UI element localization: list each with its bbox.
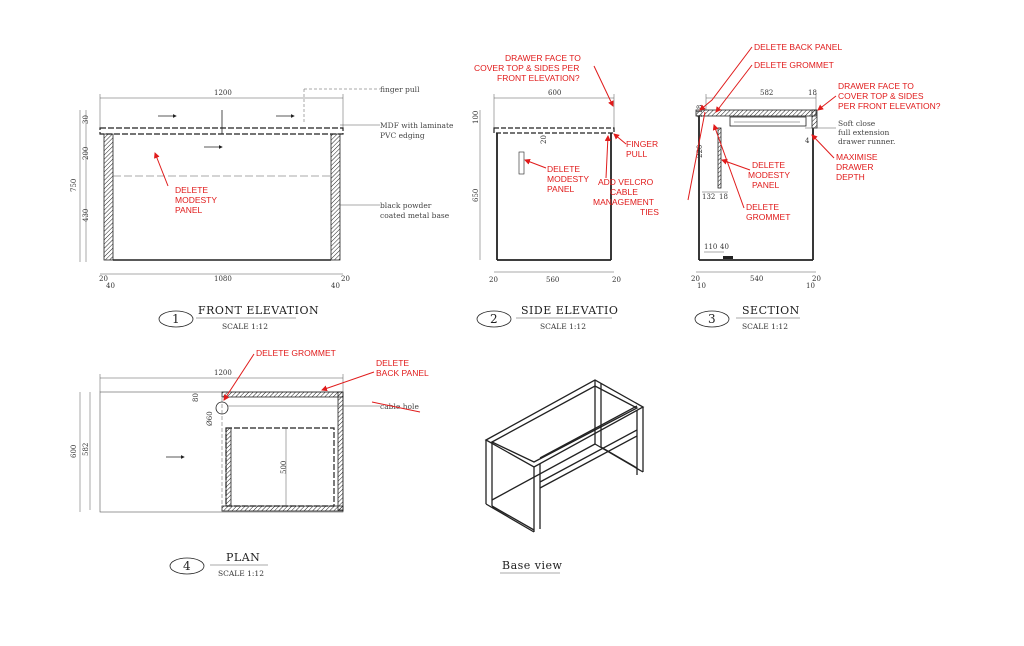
plan-dim-80: 80	[192, 393, 200, 402]
section-dim-right: 18	[808, 89, 817, 97]
markup-side-velcro-3: MANAGEMENT	[593, 197, 654, 207]
plan-dim-dia: Ø60	[206, 411, 214, 426]
markup-section-grommet2-1: DELETE	[746, 202, 779, 212]
side-dim-drawer: 20	[540, 135, 548, 144]
markup-side-modesty-2: MODESTY	[547, 174, 589, 184]
markup-side-finger-1: FINGER	[626, 139, 658, 149]
side-view-scale: SCALE 1:12	[540, 322, 586, 331]
note-base-2: coated metal base	[380, 211, 450, 220]
markup-front-panel: PANEL	[175, 205, 203, 215]
section-dim-132: 132	[702, 193, 715, 201]
side-dim-top: 100	[472, 111, 480, 124]
section-view: 582 18 118 220 132 18 4 110 40 20 10 540…	[687, 42, 941, 331]
markup-side-velcro-4: TIES	[640, 207, 659, 217]
side-dim-right: 20	[612, 276, 621, 284]
note-pvc: PVC edging	[380, 131, 425, 140]
section-dim-right-a: 10	[806, 282, 815, 290]
markup-plan-backpanel-1: DELETE	[376, 358, 409, 368]
section-view-number: 3	[708, 312, 716, 326]
markup-side-velcro-2: CABLE	[610, 187, 638, 197]
plan-view-scale: SCALE 1:12	[218, 569, 264, 578]
markup-section-backpanel: DELETE BACK PANEL	[754, 42, 842, 52]
front-view-number: 1	[172, 312, 180, 326]
plan-view-number: 4	[183, 559, 191, 573]
front-view-scale: SCALE 1:12	[222, 322, 268, 331]
dim-left-end: 40	[106, 282, 115, 290]
markup-section-drawerface-2: COVER TOP & SIDES	[838, 91, 924, 101]
side-dim-left: 20	[489, 276, 498, 284]
note-mdf: MDF with laminate	[380, 121, 454, 130]
section-note-1: Soft close	[838, 119, 876, 128]
front-elevation: 1200 30 200 750 430 20 40 1080 40 20 fin…	[70, 85, 454, 331]
markup-section-modesty-2: MODESTY	[748, 170, 790, 180]
markup-plan-grommet: DELETE GROMMET	[256, 348, 336, 358]
markup-front-delete: DELETE	[175, 185, 208, 195]
base-view-title: Base view	[502, 559, 563, 572]
section-view-scale: SCALE 1:12	[742, 322, 788, 331]
plan-dim-width: 1200	[214, 369, 232, 377]
markup-section-grommet2-2: GROMMET	[746, 212, 790, 222]
markup-side-modesty-1: DELETE	[547, 164, 580, 174]
dim-right-end: 40	[331, 282, 340, 290]
markup-side-velcro-1: ADD VELCRO	[598, 177, 654, 187]
side-view-title: SIDE ELEVATIO	[521, 304, 618, 317]
section-dim-right-b: 20	[812, 275, 821, 283]
side-dim-inner: 560	[546, 276, 559, 284]
side-elevation: 600 100 650 20 20 560 20 DRAWER FACE TO …	[472, 53, 659, 331]
markup-side-drawerface-2: COVER TOP & SIDES PER	[474, 63, 579, 73]
dim-right-leg: 20	[341, 275, 350, 283]
plan-dim-depth: 600	[70, 445, 78, 458]
plan-dim-inner-depth: 582	[82, 443, 90, 456]
markup-plan-backpanel-2: BACK PANEL	[376, 368, 429, 378]
markup-side-drawerface-3: FRONT ELEVATION?	[497, 73, 580, 83]
markup-side-finger-2: PULL	[626, 149, 648, 159]
section-dim-left-a: 20	[691, 275, 700, 283]
dim-left-leg: 20	[99, 275, 108, 283]
note-finger-pull: finger pull	[380, 85, 420, 94]
section-dim-left-b: 10	[697, 282, 706, 290]
section-dim-220: 220	[696, 145, 704, 158]
markup-section-drawerface-1: DRAWER FACE TO	[838, 81, 914, 91]
section-note-2: full extension	[838, 128, 890, 137]
section-note-3: drawer runner.	[838, 137, 895, 146]
side-view-number: 2	[490, 312, 498, 326]
markup-section-modesty-1: DELETE	[752, 160, 785, 170]
markup-section-maximise-2: DRAWER	[836, 162, 873, 172]
section-dim-110: 110	[704, 243, 717, 251]
side-dim-width: 600	[548, 89, 561, 97]
plan-note-cable: cable hole	[380, 402, 419, 411]
dim-height: 750	[70, 179, 78, 192]
plan-view-title: PLAN	[226, 551, 260, 564]
section-view-title: SECTION	[742, 304, 800, 317]
side-dim-height: 650	[472, 189, 480, 202]
section-dim-4: 4	[805, 137, 810, 145]
dim-overall-width: 1200	[214, 89, 232, 97]
section-dim-width: 582	[760, 89, 773, 97]
markup-section-modesty-3: PANEL	[752, 180, 780, 190]
front-view-title: FRONT ELEVATION	[198, 304, 319, 317]
plan-view: 1200 600 582 500 80 Ø60 cable hole DELET…	[70, 348, 429, 578]
note-base-1: black powder	[380, 201, 432, 210]
dim-inner-width: 1080	[214, 275, 232, 283]
base-view	[484, 379, 645, 533]
markup-section-maximise-1: MAXIMISE	[836, 152, 878, 162]
markup-front-modesty: MODESTY	[175, 195, 217, 205]
markup-section-grommet: DELETE GROMMET	[754, 60, 834, 70]
markup-section-maximise-3: DEPTH	[836, 172, 865, 182]
plan-dim-500: 500	[280, 461, 288, 474]
markup-side-modesty-3: PANEL	[547, 184, 575, 194]
markup-section-drawerface-3: PER FRONT ELEVATION?	[838, 101, 941, 111]
section-dim-40: 40	[720, 243, 729, 251]
section-dim-inner: 540	[750, 275, 763, 283]
section-dim-18: 18	[719, 193, 728, 201]
markup-side-drawerface-1: DRAWER FACE TO	[505, 53, 581, 63]
